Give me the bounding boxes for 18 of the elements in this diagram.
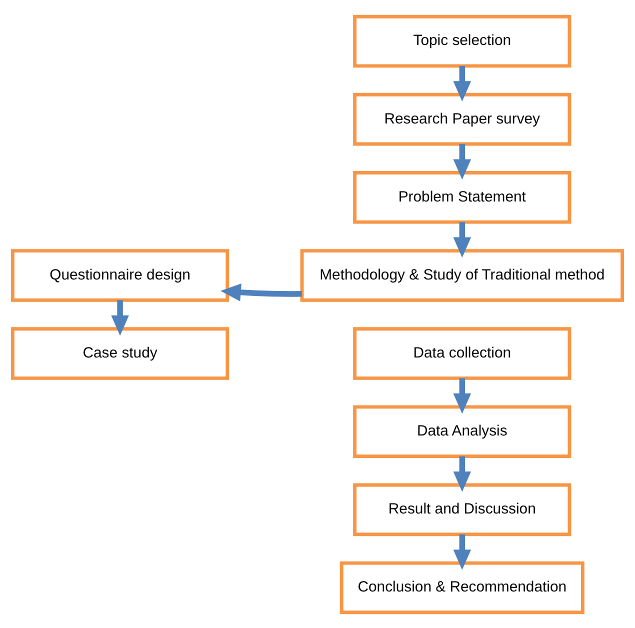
node-box: Research Paper survey: [353, 92, 572, 146]
arrow: [453, 65, 472, 102]
node-box: Conclusion & Recommendation: [340, 560, 584, 614]
arrow: [453, 456, 472, 492]
arrow: [111, 300, 129, 336]
node-box: Data collection: [353, 326, 572, 380]
node-box: Methodology & Study of Traditional method: [300, 248, 624, 302]
arrow: [453, 222, 472, 258]
arrow: [220, 283, 302, 301]
arrow: [453, 144, 472, 180]
node-box: Questionnaire design: [10, 248, 230, 302]
node-box: Problem Statement: [353, 170, 572, 224]
node-box: Result and Discussion: [353, 482, 572, 536]
node-box: Data Analysis: [353, 404, 572, 458]
node-box: Case study: [10, 326, 230, 380]
arrow: [453, 378, 472, 414]
arrow: [453, 534, 472, 570]
node-box: Topic selection: [353, 14, 572, 68]
